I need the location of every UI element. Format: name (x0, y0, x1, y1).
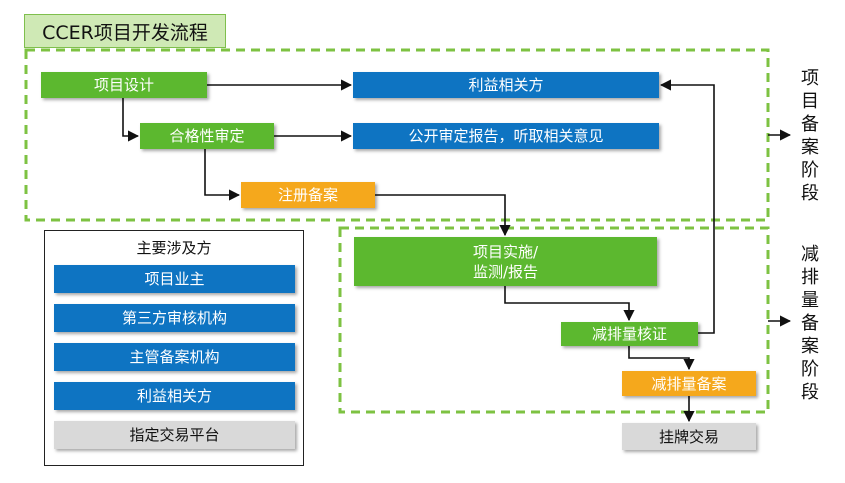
legend-item-project-owner: 项目业主 (54, 265, 295, 293)
stage-label-project-filing: 项目备案阶段 (801, 68, 819, 204)
arrow-validation-registration (204, 149, 241, 201)
legend-box: 主要涉及方 项目业主 第三方审核机构 主管备案机构 利益相关方 指定交易平台 (44, 230, 304, 466)
node-validation: 合格性审定 (140, 123, 274, 149)
node-reduction-filing: 减排量备案 (622, 371, 756, 396)
arrow-verification-stakeholders (659, 79, 715, 334)
page-title: CCER项目开发流程 (24, 14, 226, 48)
node-listing: 挂牌交易 (622, 423, 756, 450)
legend-title: 主要涉及方 (136, 239, 212, 257)
node-public-report: 公开审定报告，听取相关意见 (353, 123, 659, 149)
legend-item-trading-platform: 指定交易平台 (54, 421, 295, 449)
stage-label-reduction-filing: 减排量备案阶段 (801, 244, 819, 403)
arrow-design-validation (122, 98, 140, 142)
node-registration: 注册备案 (241, 182, 375, 208)
node-stakeholders: 利益相关方 (353, 72, 659, 98)
arrow-verification-filing (628, 346, 695, 371)
node-verification: 减排量核证 (561, 322, 698, 346)
reduction-stage-frame (338, 226, 770, 414)
legend-item-stakeholders: 利益相关方 (54, 382, 295, 410)
legend-item-filing-authority: 主管备案机构 (54, 343, 295, 371)
legend-item-third-party-auditor: 第三方审核机构 (54, 304, 295, 332)
node-project-design: 项目设计 (41, 72, 207, 98)
node-implementation: 项目实施/ 监测/报告 (354, 237, 657, 286)
arrow-implementation-verification (504, 286, 635, 322)
arrow-registration-implementation (375, 194, 511, 237)
